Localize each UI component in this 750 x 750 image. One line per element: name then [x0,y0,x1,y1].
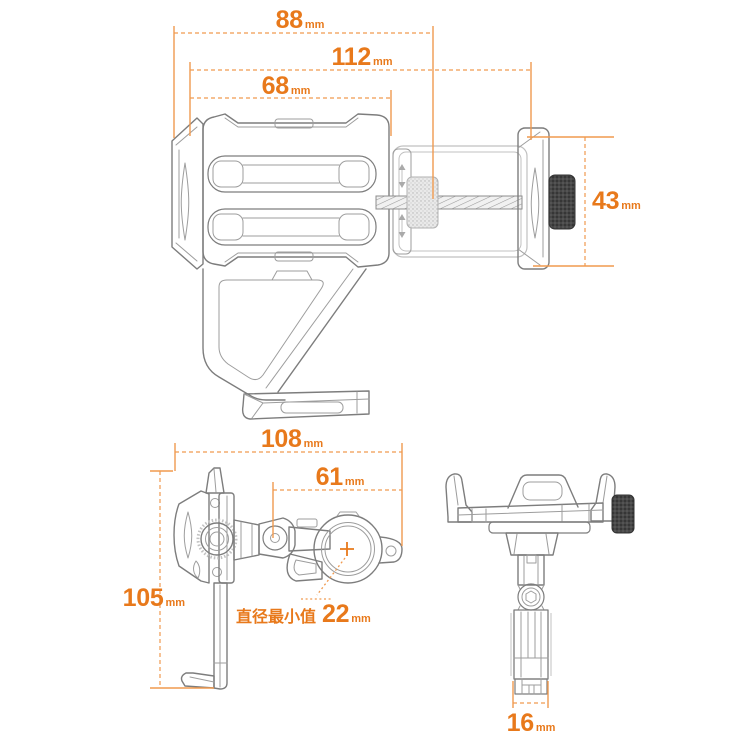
dim-value: 68 [261,72,290,100]
back-plate [202,113,390,268]
bottom-tab [274,251,314,262]
dim-unit: mm [535,722,556,734]
hex-bolt [525,590,537,604]
ball-joint-boss [196,518,238,560]
dim-unit: mm [303,438,324,450]
ring-center-cross [340,542,354,556]
clamp-ring-inner [321,522,375,576]
dim-unit: mm [344,476,365,488]
front-joint [517,583,545,611]
foot-slot [280,401,344,414]
pivot-arm [258,517,296,559]
dim-value: 88 [275,6,304,34]
clamp-ring-outer [313,514,383,584]
threaded-rod [375,195,523,210]
side-cup [233,519,260,561]
mount-plate [488,521,591,556]
knurled-knob-top-view [548,174,576,230]
knurl-ring [196,518,238,560]
dim-value: 112 [331,43,372,71]
adjuster-nut [406,176,439,229]
dim-unit: mm [290,85,311,97]
ring-bolt-hole [385,545,397,557]
front-view [445,473,635,695]
base-foot [241,390,370,420]
side-top-spike [205,467,225,494]
dim-value: 43 [592,187,620,215]
ring-link [286,518,331,582]
slide-arrow-down [398,214,406,238]
side-head-plate [173,490,222,584]
carry-handle [507,474,579,509]
screw-hole-bottom [212,567,222,577]
side-lower-arm [180,582,228,690]
knurled-knob-front-view [611,494,635,534]
support-bracket [202,268,367,401]
dimension-lines [150,26,614,708]
upper-slot [207,155,377,193]
screw-hole-top [210,498,220,508]
handlebar-clamp-ring [313,511,403,584]
dim-caption: 直径最小值 [236,609,317,626]
side-view [173,467,403,690]
slide-arrow-up [398,164,406,188]
front-left-claw [445,473,473,523]
left-clamp-jaw [171,117,204,270]
dim-unit: mm [165,597,185,609]
front-right-claw [590,473,616,522]
right-clamp-jaw [517,127,550,270]
clamp-teeth [514,678,548,695]
top-view [171,113,576,420]
dim-unit: mm [304,19,325,31]
dim-value: 105 [122,584,164,612]
top-tab [274,118,314,129]
dim-value: 108 [260,425,302,453]
dim-unit: mm [621,200,641,212]
dim-value: 22 [322,600,350,628]
front-lower-arm [510,605,552,695]
front-crossbar [457,502,604,523]
lower-slot [207,208,377,246]
dim-value: 16 [506,709,535,737]
dim-value: 61 [315,463,344,491]
dim-unit: mm [351,613,371,625]
dim-unit: mm [372,56,393,68]
front-upper-arm [517,554,545,586]
handle-hole [522,481,563,501]
leader-22 [316,557,346,596]
